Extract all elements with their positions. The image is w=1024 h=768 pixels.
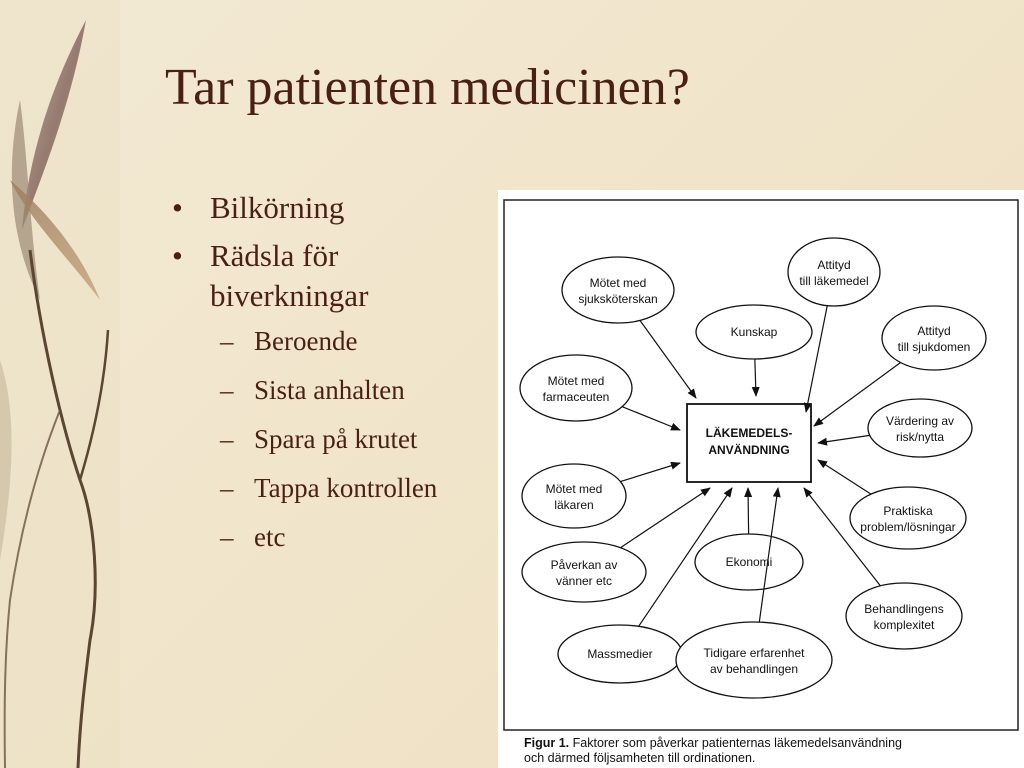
caption-line2: och därmed följsamheten till ordinatione… xyxy=(524,751,756,765)
bullet-text: Rädsla för biverkningar xyxy=(210,238,369,313)
diagram-node-label-line1: Mötet med xyxy=(546,482,603,496)
diagram-node-label-line1: Behandlingens xyxy=(864,602,943,616)
sub-bullet-text: Sista anhalten xyxy=(254,375,405,405)
sub-bullet-item: – Spara på krutet xyxy=(172,422,502,456)
diagram-node-label-line2: farmaceuten xyxy=(543,390,610,404)
diagram-node-label-line1: Kunskap xyxy=(731,325,778,339)
diagram-node-label-line1: Värdering av xyxy=(886,414,954,428)
diagram-node-label-line1: Ekonomi xyxy=(726,555,773,569)
diagram-node-label-line2: komplexitet xyxy=(874,618,935,632)
diagram-node-ellipse xyxy=(787,237,881,307)
diagram-node-label-line2: läkaren xyxy=(554,498,593,512)
diagram-node-ellipse xyxy=(849,486,967,550)
sub-bullet-item: – etc xyxy=(172,520,502,554)
diagram-node-ellipse xyxy=(845,582,963,650)
diagram-arrow xyxy=(621,406,681,431)
bullet-marker: • xyxy=(172,190,183,225)
diagram-node-label-line2: vänner etc xyxy=(556,574,612,588)
diagram-node-label-line1: Praktiska xyxy=(883,504,933,518)
sub-bullet-marker: – xyxy=(220,473,234,503)
diagram-node-label-line2: sjuksköterskan xyxy=(578,292,657,306)
sub-bullet-marker: – xyxy=(220,522,234,552)
diagram-arrow xyxy=(751,358,760,397)
diagram-arrow xyxy=(638,487,733,627)
diagram-node-label-line2: av behandlingen xyxy=(710,662,798,676)
sub-bullet-marker: – xyxy=(220,375,234,405)
factor-diagram-figure: LÄKEMEDELS- ANVÄNDNING Mötet med sjuksköt… xyxy=(498,190,1024,768)
bullet-item: • Bilkörning xyxy=(172,188,502,228)
bullet-marker: • xyxy=(172,238,183,273)
diagram-node-ellipse xyxy=(694,533,804,591)
diagram-node-ellipse xyxy=(695,304,813,360)
bullet-list: • Bilkörning • Rädsla för biverkningar –… xyxy=(172,188,502,569)
center-box xyxy=(686,403,812,483)
sub-bullet-text: Tappa kontrollen xyxy=(254,473,438,503)
diagram-node-label-line1: Mötet med xyxy=(590,276,647,290)
diagram-arrow xyxy=(817,434,870,446)
figure-border xyxy=(503,199,1019,731)
diagram-arrow xyxy=(803,305,828,413)
diagram-arrow xyxy=(813,362,901,427)
diagram-arrow xyxy=(803,487,881,587)
diagram-node-label-line2: till läkemedel xyxy=(799,274,868,288)
caption-line1: Faktorer som påverkar patienternas läkem… xyxy=(569,736,902,750)
figure-caption: Figur 1. Faktorer som påverkar patienter… xyxy=(524,736,1014,766)
diagram-node-label-line1: Massmedier xyxy=(587,647,652,661)
leaf-decoration xyxy=(0,0,120,768)
diagram-node-ellipse xyxy=(561,256,675,324)
diagram-node-ellipse xyxy=(521,541,647,603)
center-label-line2: ANVÄNDNING xyxy=(708,442,789,457)
sub-bullet-text: Beroende xyxy=(254,326,358,356)
diagram-node-label-line1: Attityd xyxy=(917,324,950,338)
slide-title: Tar patienten medicinen? xyxy=(165,59,690,116)
diagram-node-label-line1: Attityd xyxy=(817,258,850,272)
sub-bullet-marker: – xyxy=(220,326,234,356)
diagram-node-label-line2: till sjukdomen xyxy=(898,340,971,354)
caption-label: Figur 1. xyxy=(524,736,570,750)
diagram-arrow xyxy=(758,487,781,623)
sub-bullet-marker: – xyxy=(220,424,234,454)
diagram-arrow xyxy=(620,461,681,483)
bullet-text: Bilkörning xyxy=(210,190,345,225)
sub-bullet-text: etc xyxy=(254,522,286,552)
diagram-arrow xyxy=(744,487,753,535)
diagram-arrow xyxy=(817,459,872,495)
sub-bullet-item: – Sista anhalten xyxy=(172,373,502,407)
diagram-node-label-line2: problem/lösningar xyxy=(860,520,955,534)
sub-bullet-text: Spara på krutet xyxy=(254,424,418,454)
diagram-node-label-line1: Påverkan av xyxy=(551,558,618,572)
diagram-node-label-line1: Tidigare erfarenhet xyxy=(704,646,806,660)
factor-diagram: LÄKEMEDELS- ANVÄNDNING Mötet med sjuksköt… xyxy=(503,199,1019,731)
center-label-line1: LÄKEMEDELS- xyxy=(706,425,793,440)
diagram-node-ellipse xyxy=(521,463,627,529)
diagram-arrow xyxy=(639,320,697,399)
sub-bullet-item: – Tappa kontrollen xyxy=(172,471,502,505)
diagram-arrow xyxy=(620,487,711,549)
diagram-node-ellipse xyxy=(881,305,987,371)
diagram-node-label-line1: Mötet med xyxy=(548,374,605,388)
bullet-item: • Rädsla för biverkningar xyxy=(172,236,502,316)
diagram-node-ellipse xyxy=(519,354,633,422)
diagram-node-ellipse xyxy=(675,621,833,699)
sub-bullet-item: – Beroende xyxy=(172,324,502,358)
diagram-node-ellipse xyxy=(867,398,973,458)
diagram-node-label-line2: risk/nytta xyxy=(896,430,944,444)
